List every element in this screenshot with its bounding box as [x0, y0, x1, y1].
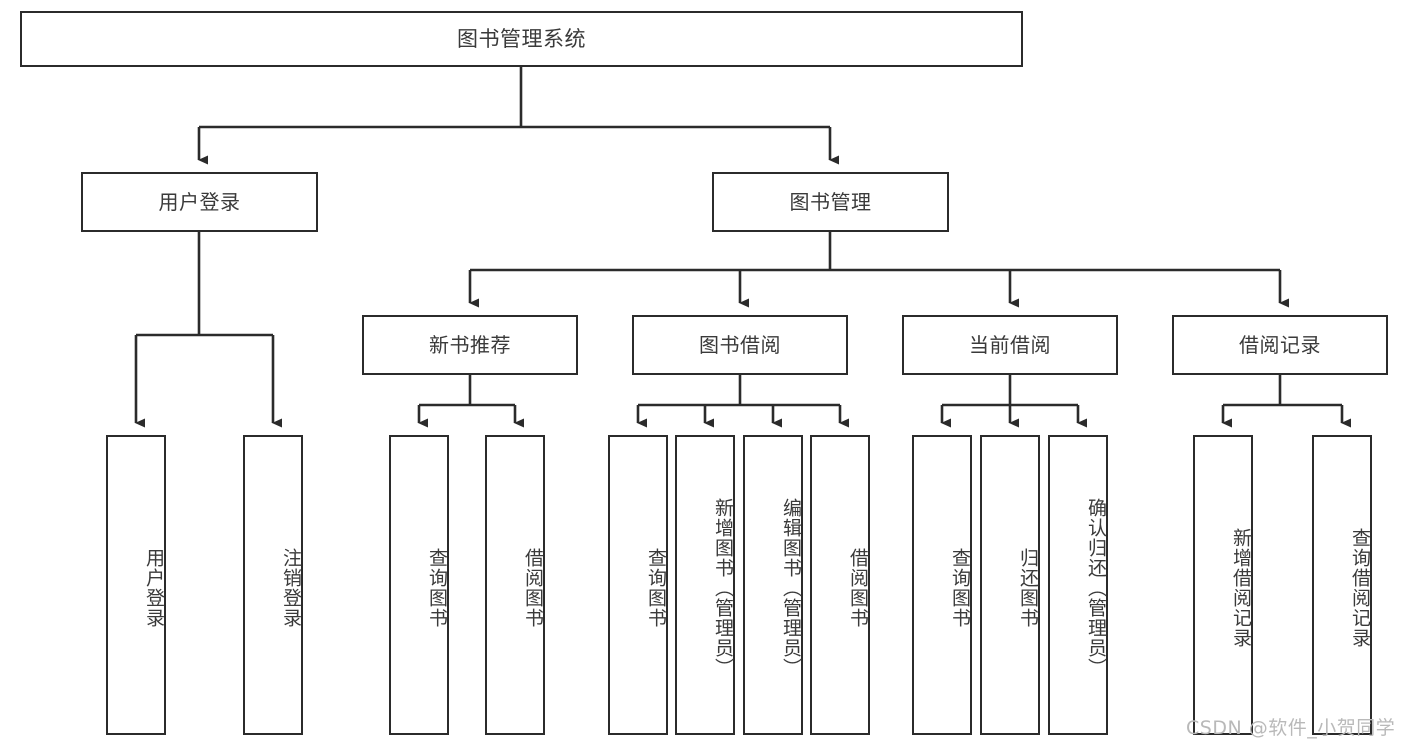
node-label: 借阅图书 [847, 548, 869, 628]
leaf-book-borrow-borrow[interactable]: 借阅图书 [810, 435, 870, 735]
node-label: 借阅记录 [1239, 332, 1321, 357]
leaf-book-borrow-edit[interactable]: 编辑图书（管理员） [743, 435, 803, 735]
node-label: 查询借阅记录 [1349, 528, 1371, 648]
node-label: 新增借阅记录 [1230, 528, 1252, 648]
watermark: CSDN @软件_小贺同学 [1186, 717, 1396, 739]
node-book-borrow[interactable]: 图书借阅 [632, 315, 848, 375]
leaf-borrow-record-add[interactable]: 新增借阅记录 [1193, 435, 1253, 735]
node-label: 用户登录 [158, 189, 241, 214]
node-label: 新增图书（管理员） [712, 498, 734, 678]
node-label: 查询图书 [645, 548, 667, 628]
node-label: 图书借阅 [699, 332, 781, 357]
node-label: 查询图书 [426, 548, 448, 628]
leaf-book-borrow-query[interactable]: 查询图书 [608, 435, 668, 735]
node-label: 借阅图书 [522, 548, 544, 628]
node-label: 注销登录 [280, 548, 302, 628]
leaf-user-login-login[interactable]: 用户登录 [106, 435, 166, 735]
node-root-system[interactable]: 图书管理系统 [20, 11, 1023, 67]
node-new-book-recommend[interactable]: 新书推荐 [362, 315, 578, 375]
node-label: 编辑图书（管理员） [780, 498, 802, 678]
leaf-current-borrow-confirm-return[interactable]: 确认归还（管理员） [1048, 435, 1108, 735]
node-borrow-record[interactable]: 借阅记录 [1172, 315, 1388, 375]
leaf-new-book-borrow[interactable]: 借阅图书 [485, 435, 545, 735]
node-label: 用户登录 [143, 548, 165, 628]
node-label: 图书管理 [789, 189, 872, 214]
node-label: 图书管理系统 [457, 26, 586, 51]
leaf-user-login-logout[interactable]: 注销登录 [243, 435, 303, 735]
leaf-borrow-record-query[interactable]: 查询借阅记录 [1312, 435, 1372, 735]
node-user-login[interactable]: 用户登录 [81, 172, 318, 232]
leaf-current-borrow-query[interactable]: 查询图书 [912, 435, 972, 735]
leaf-new-book-query[interactable]: 查询图书 [389, 435, 449, 735]
node-current-borrow[interactable]: 当前借阅 [902, 315, 1118, 375]
node-book-management[interactable]: 图书管理 [712, 172, 949, 232]
node-label: 确认归还（管理员） [1085, 498, 1107, 678]
leaf-book-borrow-add[interactable]: 新增图书（管理员） [675, 435, 735, 735]
node-label: 当前借阅 [969, 332, 1051, 357]
node-label: 查询图书 [949, 548, 971, 628]
node-label: 归还图书 [1017, 548, 1039, 628]
node-label: 新书推荐 [429, 332, 511, 357]
leaf-current-borrow-return[interactable]: 归还图书 [980, 435, 1040, 735]
